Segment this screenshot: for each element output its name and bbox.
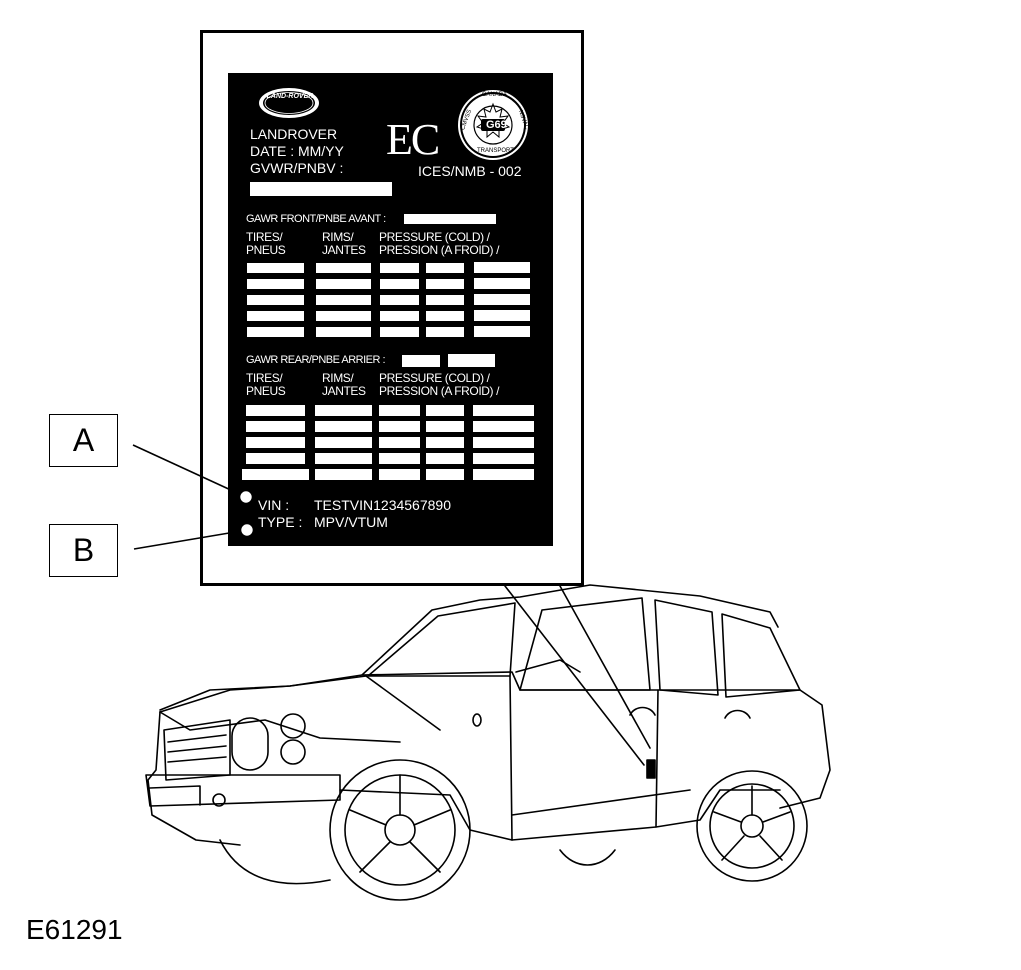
callout-a-leader xyxy=(132,444,247,498)
rear-col-rims: RIMS/JANTES xyxy=(322,371,366,398)
vin-value: TESTVIN1234567890 xyxy=(314,497,451,513)
land-rover-logo xyxy=(259,88,319,118)
figure-id: E61291 xyxy=(26,914,123,945)
gawr-front-value-field xyxy=(404,214,496,224)
maker-name: LANDROVER xyxy=(250,126,338,142)
seal-top-text: CANADA xyxy=(482,92,508,98)
gawr-rear-value-field-1 xyxy=(402,355,440,367)
rear-col-tires: TIRES/PNEUS xyxy=(246,371,286,398)
front-col-rims: RIMS/JANTES xyxy=(322,230,366,257)
gawr-rear-label: GAWR REAR/PNBE ARRIER : xyxy=(246,354,386,366)
gvwr-label: GVWR/PNBV : xyxy=(250,160,344,176)
ices-compliance: ICES/NMB - 002 xyxy=(418,163,522,179)
callout-a-pointer-dot xyxy=(237,488,255,506)
front-col-pressure: PRESSURE (COLD) /PRESSION (A FROID) / xyxy=(379,230,500,257)
gawr-front-label: GAWR FRONT/PNBE AVANT : xyxy=(246,213,386,225)
gvwr-value-field xyxy=(250,182,392,196)
callout-b-label: B xyxy=(49,524,118,577)
ec-mark: EC xyxy=(386,115,440,164)
rear-col-pressure: PRESSURE (COLD) /PRESSION (A FROID) / xyxy=(379,371,500,398)
seal-bottom-text: TRANSPORT xyxy=(477,148,514,154)
type-label: TYPE : xyxy=(258,514,303,530)
front-col-tires: TIRES/PNEUS xyxy=(246,230,286,257)
gawr-rear-value-field-2 xyxy=(448,354,495,367)
callout-b-leader xyxy=(133,529,248,550)
seal-g69: G69 xyxy=(486,119,507,131)
callout-b-pointer-dot xyxy=(238,521,256,539)
date-line: DATE : MM/YY xyxy=(250,143,344,159)
type-value: MPV/VTUM xyxy=(314,514,388,530)
callout-pointer xyxy=(504,585,651,766)
vehicle-identification-plate: LAND-ROVER LANDROVER DATE : MM/YY GVWR/P… xyxy=(228,73,553,546)
callout-a-label: A xyxy=(49,414,118,467)
logo-text: LAND-ROVER xyxy=(266,93,314,100)
vin-label: VIN : xyxy=(258,497,290,513)
transport-canada-seal xyxy=(458,90,528,160)
